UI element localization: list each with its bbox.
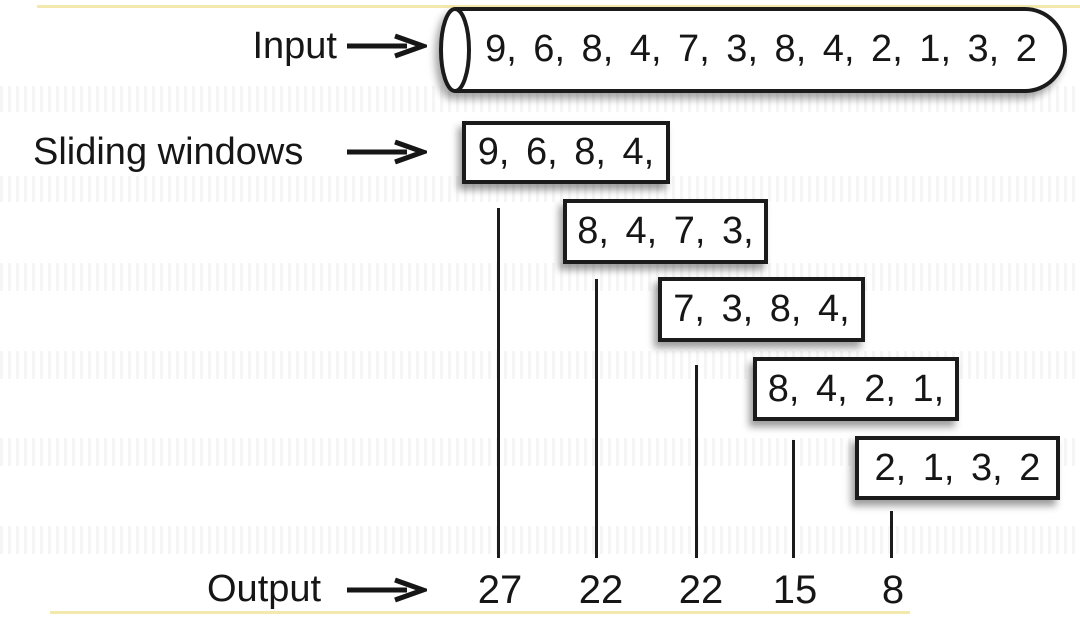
- window-drop-line-1: [497, 208, 500, 558]
- output-value-3: 22: [678, 568, 724, 612]
- arrow-right-icon: [347, 139, 427, 165]
- sliding-window-box-4: 8, 4, 2, 1,: [753, 357, 959, 421]
- input-stream-values: 9, 6, 8, 4, 7, 3, 8, 4, 2, 1, 3, 2: [485, 27, 1037, 70]
- arrow-right-icon: [347, 33, 427, 59]
- window-drop-line-2: [595, 279, 598, 558]
- input-label: Input: [252, 25, 337, 67]
- window-drop-line-4: [792, 440, 795, 558]
- sliding-window-box-5: 2, 1, 3, 2: [855, 436, 1060, 500]
- sliding-windows-label: Sliding windows: [33, 131, 304, 173]
- background-texture-band: [0, 526, 1080, 554]
- output-value-4: 15: [772, 568, 818, 612]
- window-drop-line-3: [695, 365, 698, 558]
- arrow-right-icon: [347, 577, 427, 603]
- background-texture-band: [0, 263, 1080, 291]
- output-value-5: 8: [881, 568, 905, 612]
- sliding-window-box-3: 7, 3, 8, 4,: [658, 277, 865, 342]
- window-drop-line-5: [890, 511, 893, 558]
- output-value-2: 22: [578, 568, 624, 612]
- output-label: Output: [207, 568, 322, 610]
- cylinder-shape: [439, 7, 1067, 93]
- output-value-1: 27: [477, 568, 523, 612]
- bottom-highlight-rule: [50, 611, 910, 614]
- top-highlight-rule: [37, 5, 1080, 8]
- input-stream-cylinder: [437, 6, 1070, 94]
- sliding-window-box-1: 9, 6, 8, 4,: [462, 121, 670, 184]
- sliding-window-box-2: 8, 4, 7, 3,: [563, 199, 768, 264]
